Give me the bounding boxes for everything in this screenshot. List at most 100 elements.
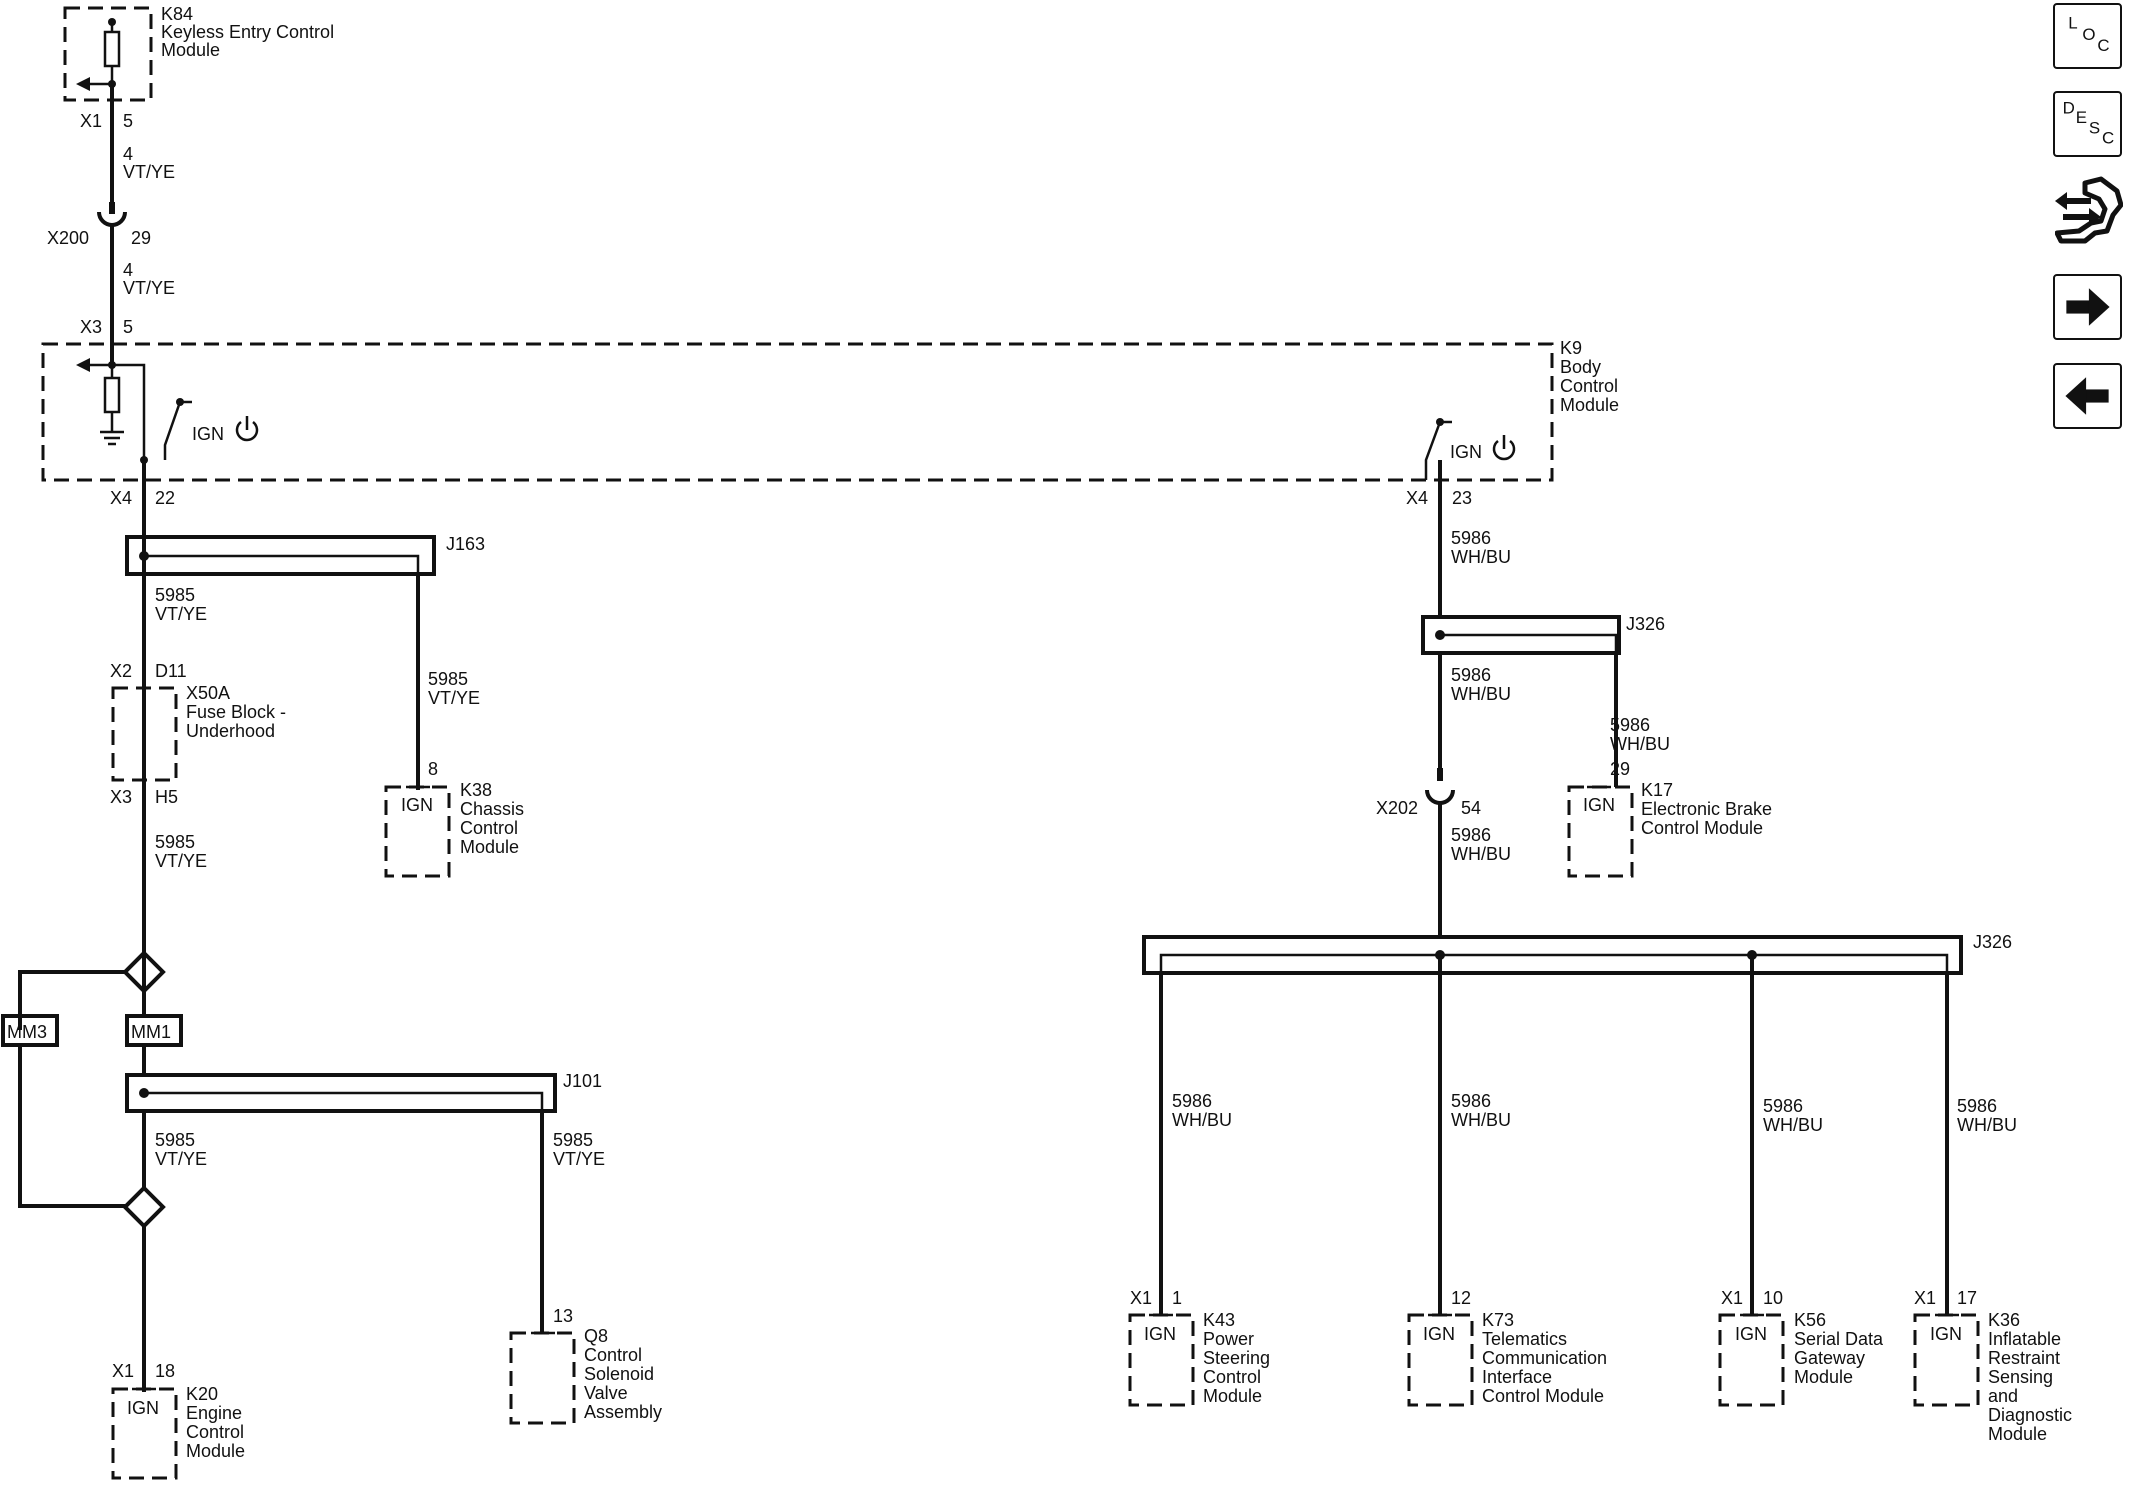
j326-lower-splice: J326 bbox=[1142, 932, 2012, 975]
k56-ign-label: IGN bbox=[1735, 1324, 1767, 1344]
desc-button[interactable]: D E S C bbox=[2053, 91, 2122, 157]
k43-ref: K43 bbox=[1203, 1310, 1235, 1330]
k17-ref: K17 bbox=[1641, 780, 1673, 800]
k9-ign-label-left: IGN bbox=[192, 424, 224, 444]
wire-j326-k56-circuit: 5986 bbox=[1763, 1096, 1803, 1116]
k56-ref: K56 bbox=[1794, 1310, 1826, 1330]
wire-x200-k9-circuit: 4 bbox=[123, 260, 133, 280]
k73-ref: K73 bbox=[1482, 1310, 1514, 1330]
wrench-arrows-icon bbox=[2054, 176, 2124, 244]
power-icon bbox=[1492, 435, 1516, 461]
arrow-right-icon bbox=[2066, 288, 2110, 326]
x50a-name-line1: Fuse Block - bbox=[186, 702, 286, 722]
q8-pin: 13 bbox=[553, 1306, 573, 1326]
k36-name-line1: Inflatable bbox=[1988, 1329, 2061, 1349]
k20-module: IGN X1 18 K20 Engine Control Module bbox=[111, 1361, 245, 1480]
wire-x202-j326-circuit: 5986 bbox=[1451, 825, 1491, 845]
wire-j326-k43-circuit: 5986 bbox=[1172, 1091, 1212, 1111]
x50a-fuse-block: X2 D11 X50A Fuse Block - Underhood X3 H5 bbox=[110, 661, 286, 807]
wire-j326-k73-circuit: 5986 bbox=[1451, 1091, 1491, 1111]
j163-splice: J163 bbox=[125, 534, 485, 576]
k73-module: IGN 12 K73 Telematics Communication Inte… bbox=[1407, 1288, 1607, 1407]
k36-module: IGN X1 17 K36 Inflatable Restraint Sensi… bbox=[1913, 1288, 2072, 1444]
j326-upper-label: J326 bbox=[1626, 614, 1665, 634]
j101-label: J101 bbox=[563, 1071, 602, 1091]
k20-name-line3: Module bbox=[186, 1441, 245, 1461]
x200-connector: X200 29 bbox=[47, 202, 151, 248]
arrow-left-icon bbox=[2065, 377, 2109, 415]
k84-pin: 5 bbox=[123, 111, 133, 131]
j326-lower-label: J326 bbox=[1973, 932, 2012, 952]
wire-j163-k38-color: VT/YE bbox=[428, 688, 480, 708]
wire-j163-x50a-circuit: 5985 bbox=[155, 585, 195, 605]
k36-name-line3: Sensing bbox=[1988, 1367, 2053, 1387]
x200-ref: X200 bbox=[47, 228, 89, 248]
k73-name-line4: Control Module bbox=[1482, 1386, 1604, 1406]
k36-name-line4: and bbox=[1988, 1386, 2018, 1406]
k84-module: K84 Keyless Entry Control Module X1 5 bbox=[63, 4, 334, 131]
desc-letter-e: E bbox=[2076, 108, 2087, 127]
k73-pin: 12 bbox=[1451, 1288, 1471, 1308]
x202-pin: 54 bbox=[1461, 798, 1481, 818]
wire-j101-k20-circuit: 5985 bbox=[155, 1130, 195, 1150]
k17-ign-label: IGN bbox=[1583, 795, 1615, 815]
k9-top-pin: 5 bbox=[123, 317, 133, 337]
k38-ref: K38 bbox=[460, 780, 492, 800]
k9-ign-label-right: IGN bbox=[1450, 442, 1482, 462]
k84-name-line2: Module bbox=[161, 40, 220, 60]
wire-k9-j326-circuit: 5986 bbox=[1451, 528, 1491, 548]
q8-module: 13 Q8 Control Solenoid Valve Assembly bbox=[509, 1306, 662, 1425]
prev-button[interactable] bbox=[2053, 363, 2122, 429]
k36-ign-label: IGN bbox=[1930, 1324, 1962, 1344]
next-button[interactable] bbox=[2053, 274, 2122, 340]
wire-j326-k73-color: WH/BU bbox=[1451, 1110, 1511, 1130]
k9-name-line1: Body bbox=[1560, 357, 1601, 377]
wire-k9-j326-color: WH/BU bbox=[1451, 547, 1511, 567]
k38-name-line1: Chassis bbox=[460, 799, 524, 819]
k20-name-line2: Control bbox=[186, 1422, 244, 1442]
desc-letter-c: C bbox=[2102, 129, 2114, 148]
wire-j326-k43-color: WH/BU bbox=[1172, 1110, 1232, 1130]
wire-j326-k56-color: WH/BU bbox=[1763, 1115, 1823, 1135]
k9-left-connector: X4 bbox=[110, 488, 132, 508]
k20-name-line1: Engine bbox=[186, 1403, 242, 1423]
k20-pin: 18 bbox=[155, 1361, 175, 1381]
k56-connector: X1 bbox=[1721, 1288, 1743, 1308]
x50a-bottom-connector: X3 bbox=[110, 787, 132, 807]
mm1-label: MM1 bbox=[131, 1022, 171, 1042]
loc-letter-c: C bbox=[2097, 36, 2109, 55]
x50a-top-pin: D11 bbox=[155, 661, 187, 681]
k36-pin: 17 bbox=[1957, 1288, 1977, 1308]
k43-ign-label: IGN bbox=[1144, 1324, 1176, 1344]
wire-j326-x202-color: WH/BU bbox=[1451, 684, 1511, 704]
wire-x200-k9-color: VT/YE bbox=[123, 278, 175, 298]
x50a-bottom-pin: H5 bbox=[155, 787, 178, 807]
q8-name-line2: Solenoid bbox=[584, 1364, 654, 1384]
k73-name-line1: Telematics bbox=[1482, 1329, 1567, 1349]
x50a-ref: X50A bbox=[186, 683, 230, 703]
k73-name-line3: Interface bbox=[1482, 1367, 1552, 1387]
k38-pin: 8 bbox=[428, 759, 438, 779]
k38-name-line3: Module bbox=[460, 837, 519, 857]
k9-ref: K9 bbox=[1560, 338, 1582, 358]
k43-module: IGN X1 1 K43 Power Steering Control Modu… bbox=[1128, 1288, 1270, 1407]
wire-j326-k17-circuit: 5986 bbox=[1610, 715, 1650, 735]
wire-x202-j326-color: WH/BU bbox=[1451, 844, 1511, 864]
wire-j326-k36-circuit: 5986 bbox=[1957, 1096, 1997, 1116]
wire-x50a-mm-color: VT/YE bbox=[155, 851, 207, 871]
k84-name-line1: Keyless Entry Control bbox=[161, 22, 334, 42]
k9-top-connector: X3 bbox=[80, 317, 102, 337]
k20-ign-label: IGN bbox=[127, 1398, 159, 1418]
k9-left-pin: 22 bbox=[155, 488, 175, 508]
k84-connector: X1 bbox=[80, 111, 102, 131]
power-icon bbox=[235, 416, 259, 442]
k36-connector: X1 bbox=[1914, 1288, 1936, 1308]
desc-letter-s: S bbox=[2089, 118, 2100, 137]
k84-ref: K84 bbox=[161, 4, 193, 24]
k73-name-line2: Communication bbox=[1482, 1348, 1607, 1368]
k38-module: IGN 8 K38 Chassis Control Module bbox=[384, 759, 524, 878]
loc-button[interactable]: L O C bbox=[2053, 3, 2122, 69]
service-info-button[interactable] bbox=[2054, 175, 2124, 245]
loc-letter-l: L bbox=[2068, 13, 2077, 32]
